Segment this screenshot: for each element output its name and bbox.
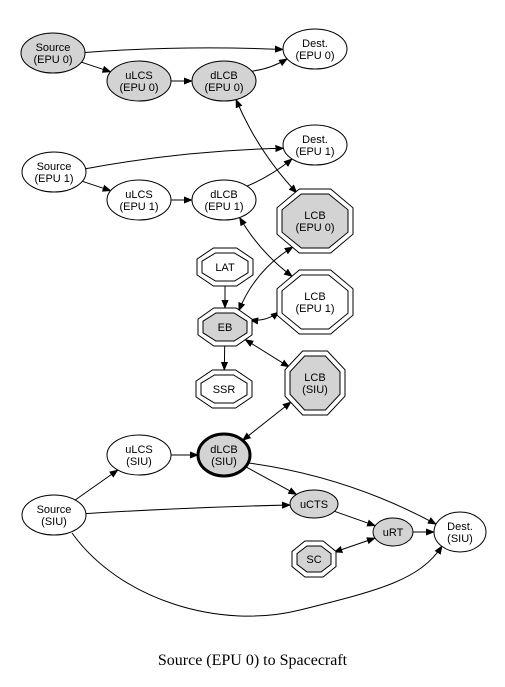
node-label-line-1: EB: [218, 322, 233, 334]
node-dlcb-siu: dLCB(SIU): [196, 432, 252, 478]
node-label-line-1: Source: [37, 504, 72, 516]
node-ulcs-epu0: uLCS(EPU 0): [106, 60, 172, 102]
node-label-line-2: (EPU 0): [119, 82, 158, 94]
node-sc: SC: [291, 540, 337, 578]
node-label-line-2: (EPU 1): [204, 201, 243, 213]
node-shape: [200, 374, 248, 404]
node-shape: [281, 193, 349, 249]
edge-eb-to-lcb_epu1: [249, 311, 280, 325]
node-label-line-1: Source: [37, 161, 72, 173]
node-shape: [21, 151, 87, 193]
node-shape: [289, 355, 341, 411]
node-lcb-siu: LCB(SIU): [284, 350, 346, 416]
node-label-line-1: LCB: [304, 372, 325, 384]
edge-dlcb_epu1-to-dest_epu1: [246, 158, 293, 187]
node-ssr: SSR: [195, 369, 253, 409]
node-label-line-1: dLCB: [210, 70, 238, 82]
node-label-line-2: (SIU): [41, 516, 67, 528]
node-label-line-2: (EPU 1): [119, 201, 158, 213]
node-label-line-1: dLCB: [210, 444, 238, 456]
node-label-line-2: (EPU 0): [295, 50, 334, 62]
node-label-line-1: LAT: [215, 262, 235, 274]
node-label-line-2: (EPU 0): [295, 222, 334, 234]
node-label-line-1: uCTS: [300, 499, 328, 511]
node-label-line-1: Dest.: [302, 38, 328, 50]
node-dlcb-epu1: dLCB(EPU 1): [191, 179, 257, 221]
node-label-line-2: (EPU 0): [33, 54, 72, 66]
edge-source_epu0-to-dest_epu0: [84, 45, 284, 53]
dataflow-diagram: Source(EPU 0)Dest.(EPU 0)uLCS(EPU 0)dLCB…: [20, 28, 487, 617]
node-shape: [20, 32, 86, 74]
node-label-line-1: SC: [306, 554, 321, 566]
node-lat: LAT: [196, 247, 254, 287]
node-lcb-epu1: LCB(EPU 1): [276, 269, 354, 335]
node-dest-epu0: Dest.(EPU 0): [282, 28, 348, 70]
node-shape: [191, 60, 257, 102]
node-label-line-1: Dest.: [447, 521, 473, 533]
node-label-line-1: LCB: [304, 210, 325, 222]
node-label-line-2: (SIU): [126, 456, 152, 468]
node-shape: [282, 28, 348, 70]
node-label-line-1: SSR: [213, 384, 236, 396]
node-source-epu0: Source(EPU 0): [20, 32, 86, 74]
node-lcb-epu0: LCB(EPU 0): [276, 188, 354, 254]
edge-source_siu-to-ulcs_siu: [74, 469, 119, 501]
node-shape: [202, 312, 248, 342]
node-label-line-1: uRT: [383, 527, 404, 539]
node-label-line-2: (SIU): [302, 384, 328, 396]
node-shape: [372, 517, 414, 547]
node-label-line-1: uLCS: [125, 189, 153, 201]
node-label-line-2: (SIU): [447, 533, 473, 545]
edge-source_siu-to-ucts: [85, 501, 291, 515]
edge-dlcb_siu-to-ucts: [245, 466, 298, 495]
node-label-line-2: (SIU): [211, 456, 237, 468]
edge-source_epu1-to-dest_epu1: [85, 144, 285, 170]
node-shape: [296, 545, 332, 573]
node-ulcs-epu1: uLCS(EPU 1): [106, 179, 172, 221]
node-label-line-1: Dest.: [302, 134, 328, 146]
node-ulcs-siu: uLCS(SIU): [106, 434, 172, 476]
node-shape: [106, 60, 172, 102]
node-shape: [196, 432, 252, 478]
node-shape: [281, 274, 349, 330]
edge-sc-to-urt: [333, 537, 376, 553]
node-dest-siu: Dest.(SIU): [433, 511, 487, 553]
node-shape: [289, 489, 339, 519]
edge-source_epu0-to-ulcs_epu0: [81, 61, 112, 73]
node-eb: EB: [197, 307, 253, 347]
edge-dlcb_siu-to-lcb_siu: [241, 401, 292, 441]
node-ucts: uCTS: [289, 489, 339, 519]
node-label-line-1: uLCS: [125, 444, 153, 456]
node-urt: uRT: [372, 517, 414, 547]
node-dest-epu1: Dest.(EPU 1): [282, 124, 348, 166]
node-label-line-2: (EPU 1): [295, 303, 334, 315]
node-label-line-2: (EPU 1): [34, 173, 73, 185]
node-dlcb-epu0: dLCB(EPU 0): [191, 60, 257, 102]
edge-ucts-to-urt: [334, 510, 377, 527]
node-label-line-1: Source: [36, 42, 71, 54]
node-label-line-2: (EPU 1): [295, 146, 334, 158]
edge-eb-to-lcb_siu: [244, 339, 290, 368]
edge-source_epu1-to-ulcs_epu1: [82, 180, 112, 192]
diagram-caption: Source (EPU 0) to Spacecraft: [157, 652, 348, 669]
node-shape: [433, 511, 487, 553]
node-shape: [21, 494, 87, 536]
node-label-line-1: dLCB: [210, 189, 238, 201]
node-shape: [106, 179, 172, 221]
node-label-line-1: LCB: [304, 291, 325, 303]
edge-dlcb_siu-to-dest_siu: [248, 462, 437, 525]
node-shape: [106, 434, 172, 476]
edge-eb-to-lcb_epu0: [238, 246, 294, 312]
edge-dlcb_epu0-to-dest_epu0: [251, 58, 288, 72]
node-shape: [201, 252, 249, 282]
edge-source_siu-to-dest_siu: [71, 532, 443, 617]
node-shape: [191, 179, 257, 221]
node-source-epu1: Source(EPU 1): [21, 151, 87, 193]
node-label-line-2: (EPU 0): [204, 82, 243, 94]
node-source-siu: Source(SIU): [21, 494, 87, 536]
node-label-line-1: uLCS: [125, 70, 153, 82]
node-shape: [282, 124, 348, 166]
